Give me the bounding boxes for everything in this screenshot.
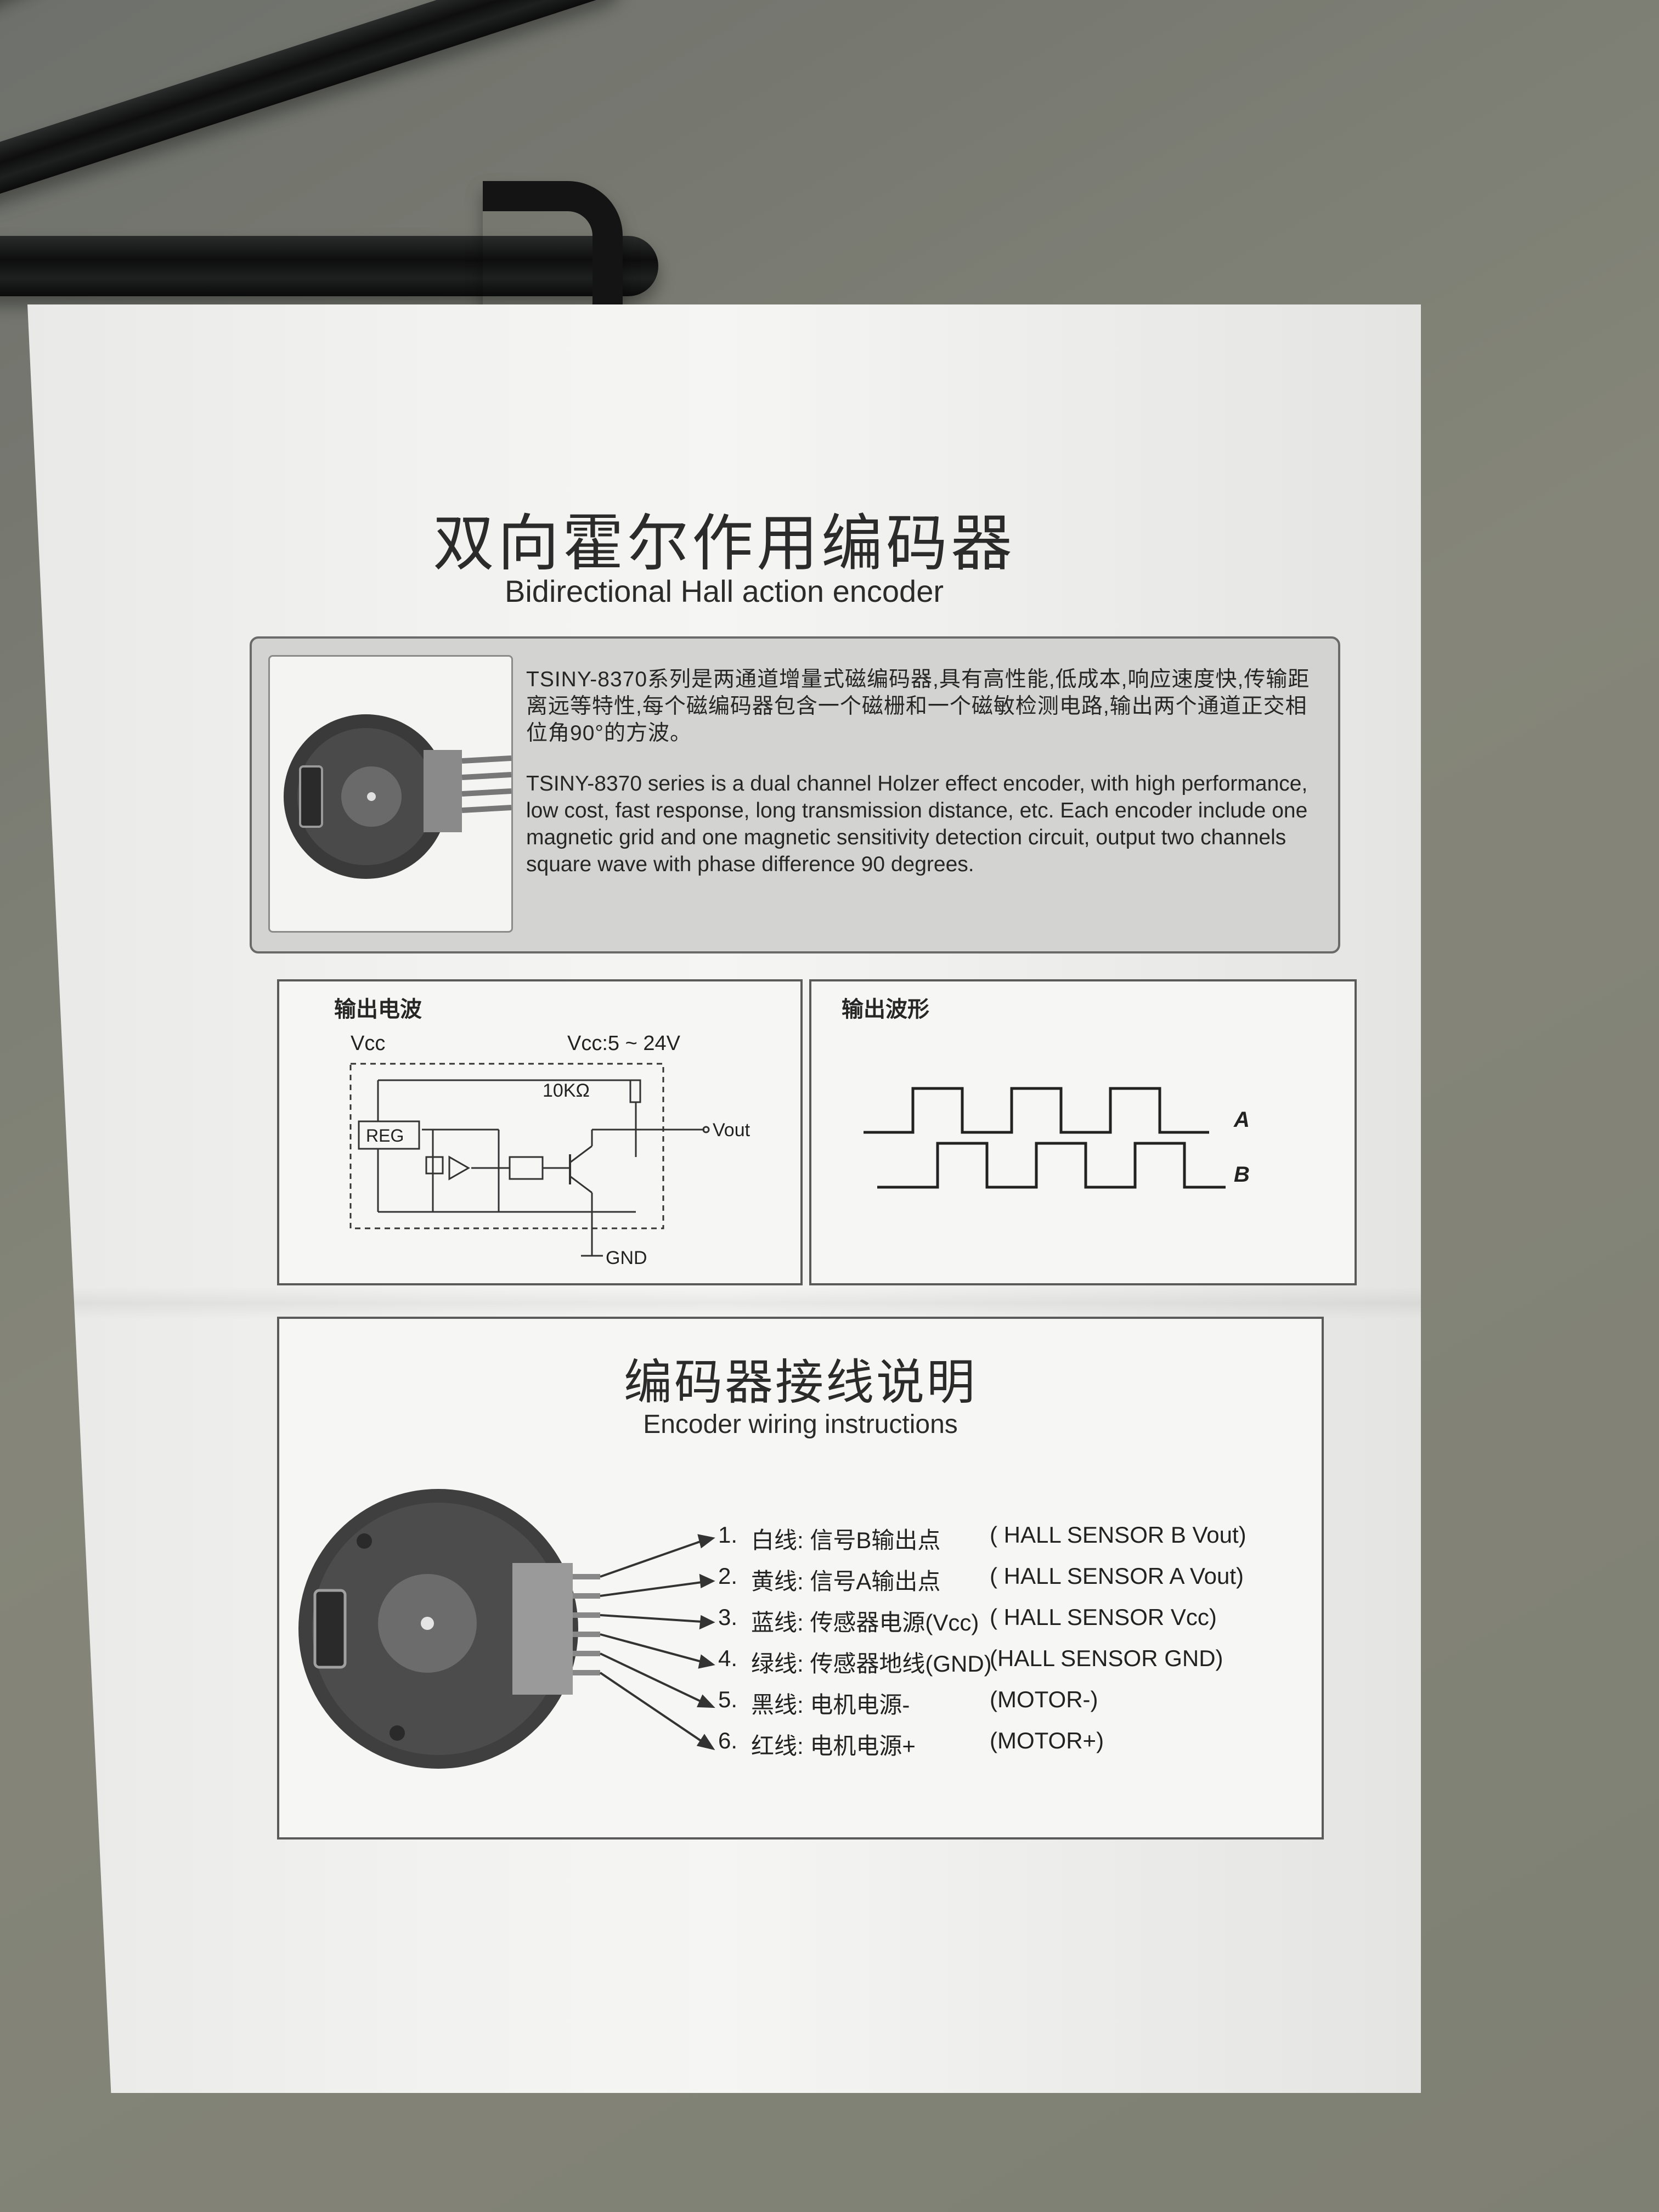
intro-text-zh: TSINY-8370系列是两通道增量式磁编码器,具有高性能,低成本,响应速度快,…	[526, 668, 1310, 745]
waveform-a	[864, 1087, 1209, 1134]
reg-label: REG	[366, 1126, 404, 1146]
wire-number: 1.	[718, 1522, 738, 1548]
wiring-title-zh: 编码器接线说明	[623, 1354, 977, 1410]
wire-number: 6.	[718, 1728, 738, 1753]
wire-description-en: (HALL SENSOR GND)	[990, 1645, 1223, 1671]
channel-a-label: A	[1233, 1108, 1250, 1132]
output-waveform-panel: 输出波形 A B	[809, 979, 1357, 1285]
encoder-wiring-photo	[293, 1475, 633, 1782]
vout-label: Vout	[713, 1120, 751, 1141]
wire-item-2: 2. 黄线: 信号A输出点 ( HALL SENSOR A Vout)	[718, 1563, 1305, 1596]
cable-lower	[0, 236, 658, 296]
document-title-en: Bidirectional Hall action encoder	[505, 574, 944, 608]
wiring-arrows	[599, 1534, 715, 1751]
wire-number: 2.	[718, 1563, 738, 1589]
waveform-diagram: A B	[864, 1087, 1250, 1189]
wire-description-en: (MOTOR-)	[990, 1686, 1098, 1712]
wire-number: 4.	[718, 1645, 738, 1671]
gnd-label: GND	[606, 1248, 647, 1268]
intro-text-en: TSINY-8370 series is a dual channel Holz…	[526, 772, 1308, 876]
waveform-b	[877, 1142, 1226, 1189]
vcc-label: Vcc	[351, 1032, 385, 1055]
wire-number: 3.	[718, 1604, 738, 1630]
wire-description-zh: 白线: 信号B输出点	[751, 1527, 941, 1553]
wire-number: 5.	[718, 1686, 738, 1712]
wire-item-1: 1. 白线: 信号B输出点 ( HALL SENSOR B Vout)	[718, 1522, 1305, 1555]
wire-item-5: 5. 黑线: 电机电源- (MOTOR-)	[718, 1686, 1305, 1719]
wire-description-zh: 绿线: 传感器地线(GND)	[751, 1651, 992, 1677]
channel-b-label: B	[1234, 1163, 1250, 1187]
wire-description-en: ( HALL SENSOR A Vout)	[990, 1563, 1244, 1589]
wire-description-en: (MOTOR+)	[990, 1728, 1104, 1753]
wire-description-zh: 黄线: 信号A输出点	[751, 1568, 941, 1594]
encoder-photo	[268, 655, 513, 933]
wire-item-4: 4. 绿线: 传感器地线(GND) (HALL SENSOR GND)	[718, 1645, 1305, 1678]
instruction-sheet: 双向霍尔作用编码器 Bidirectional Hall action enco…	[27, 304, 1421, 2093]
paper-fold	[27, 1286, 1421, 1319]
intro-box: TSINY-8370系列是两通道增量式磁编码器,具有高性能,低成本,响应速度快,…	[250, 636, 1340, 953]
wiring-instructions-panel: 编码器接线说明 Encoder wiring instructions	[277, 1317, 1324, 1839]
wire-description-zh: 蓝线: 传感器电源(Vcc)	[751, 1610, 979, 1635]
wiring-title-en: Encoder wiring instructions	[643, 1410, 958, 1439]
document-title-zh: 双向霍尔作用编码器	[433, 508, 1015, 579]
wire-item-3: 3. 蓝线: 传感器电源(Vcc) ( HALL SENSOR Vcc)	[718, 1604, 1305, 1637]
output-waveform-label: 输出波形	[842, 997, 929, 1022]
vcc-range-label: Vcc:5 ~ 24V	[567, 1032, 681, 1055]
wire-description-zh: 红线: 电机电源+	[751, 1733, 916, 1759]
output-circuit-label: 输出电波	[334, 997, 422, 1022]
resistor-label: 10KΩ	[543, 1080, 590, 1101]
wire-description-zh: 黑线: 电机电源-	[751, 1692, 910, 1718]
wire-description-en: ( HALL SENSOR Vcc)	[990, 1604, 1217, 1630]
output-circuit-diagram: Vcc Vcc:5 ~ 24V REG 10KΩ	[349, 1032, 751, 1268]
output-circuit-panel: 输出电波 Vcc Vcc:5 ~ 24V REG	[277, 979, 803, 1285]
wire-item-6: 6. 红线: 电机电源+ (MOTOR+)	[718, 1728, 1305, 1760]
wire-description-en: ( HALL SENSOR B Vout)	[990, 1522, 1246, 1548]
